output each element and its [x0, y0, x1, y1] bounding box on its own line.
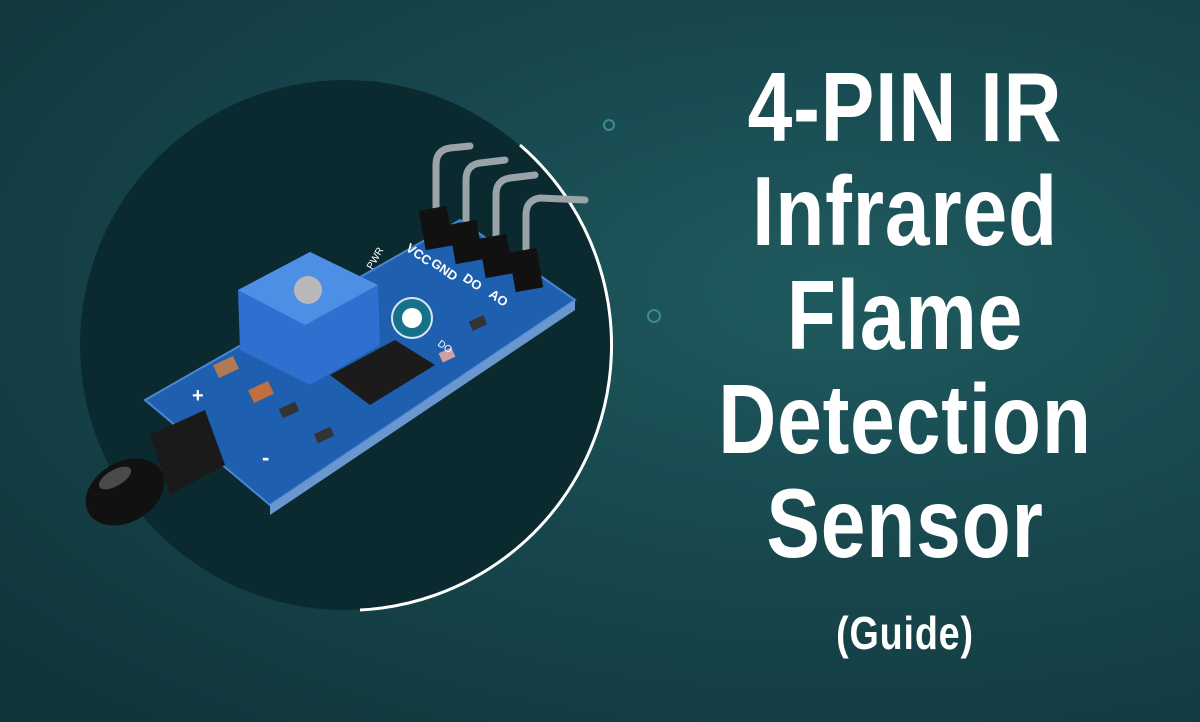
title-line-3: Flame [786, 260, 1024, 370]
title-line-5: Sensor [766, 468, 1044, 578]
title-line-1: 4-PIN IR [747, 52, 1063, 162]
ir-receiver [85, 410, 225, 526]
title-line-2: Infrared [752, 156, 1058, 266]
minus-label: - [262, 445, 269, 470]
plus-label: + [192, 385, 204, 407]
decorative-dots [603, 119, 661, 323]
sensor-board: VCC GND DO AO PWR DO - + [85, 142, 589, 526]
white-arc [359, 143, 614, 612]
subtitle: (Guide) [836, 607, 974, 659]
title-line-4: Detection [718, 364, 1092, 474]
title-block: 4-PIN IR Infrared Flame Detection Sensor… [640, 55, 1170, 663]
